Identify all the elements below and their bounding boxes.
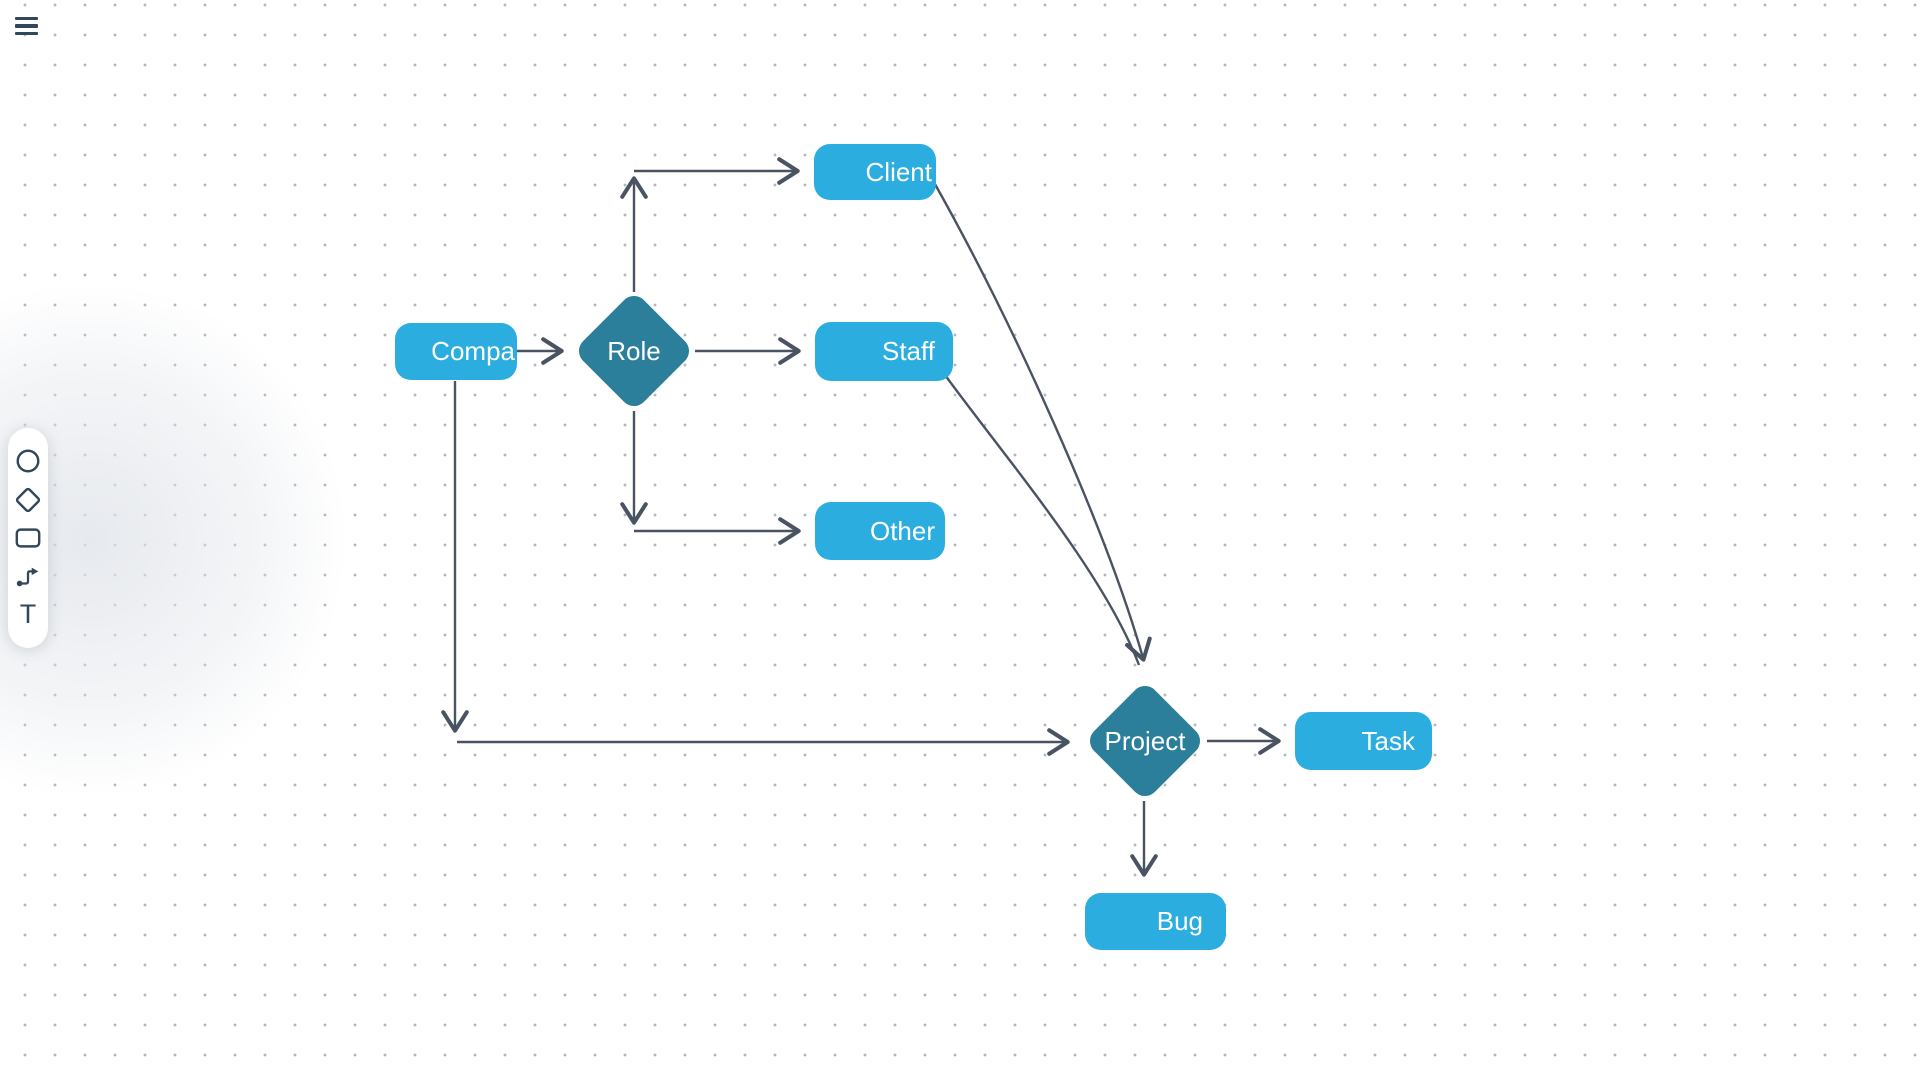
node-project-label: Project — [1104, 725, 1186, 756]
text-tool-label: T — [19, 599, 37, 630]
hamburger-bar — [15, 31, 38, 36]
node-bug[interactable]: Bug — [1085, 893, 1226, 950]
node-staff[interactable]: Staff — [815, 322, 953, 381]
node-staff-label: Staff — [881, 336, 935, 366]
node-role-label: Role — [607, 335, 661, 366]
node-other-label: Other — [869, 515, 935, 546]
node-client-label: Client — [865, 156, 932, 187]
node-task[interactable]: Task — [1295, 712, 1432, 770]
node-company-label: Compa — [431, 336, 515, 366]
node-other[interactable]: Other — [815, 502, 945, 560]
node-role[interactable]: Role — [573, 290, 695, 412]
edge-staff-project[interactable] — [933, 359, 1141, 666]
node-company[interactable]: Compa — [395, 323, 517, 380]
hamburger-menu-icon[interactable] — [15, 13, 43, 39]
node-client[interactable]: Client — [814, 144, 936, 200]
rectangle-tool-icon[interactable] — [13, 523, 43, 553]
shape-toolbar: T — [8, 428, 48, 648]
text-tool-icon[interactable]: T — [13, 600, 43, 630]
node-task-label: Task — [1361, 725, 1415, 756]
connector-tool-icon[interactable] — [13, 561, 43, 591]
hamburger-bar — [15, 24, 38, 28]
diamond-tool-icon[interactable] — [13, 485, 43, 515]
hamburger-bar — [15, 16, 38, 21]
circle-tool-icon[interactable] — [13, 446, 43, 476]
node-project[interactable]: Project — [1084, 680, 1206, 802]
node-bug-label: Bug — [1156, 906, 1203, 936]
edge-client-project[interactable] — [929, 176, 1152, 662]
